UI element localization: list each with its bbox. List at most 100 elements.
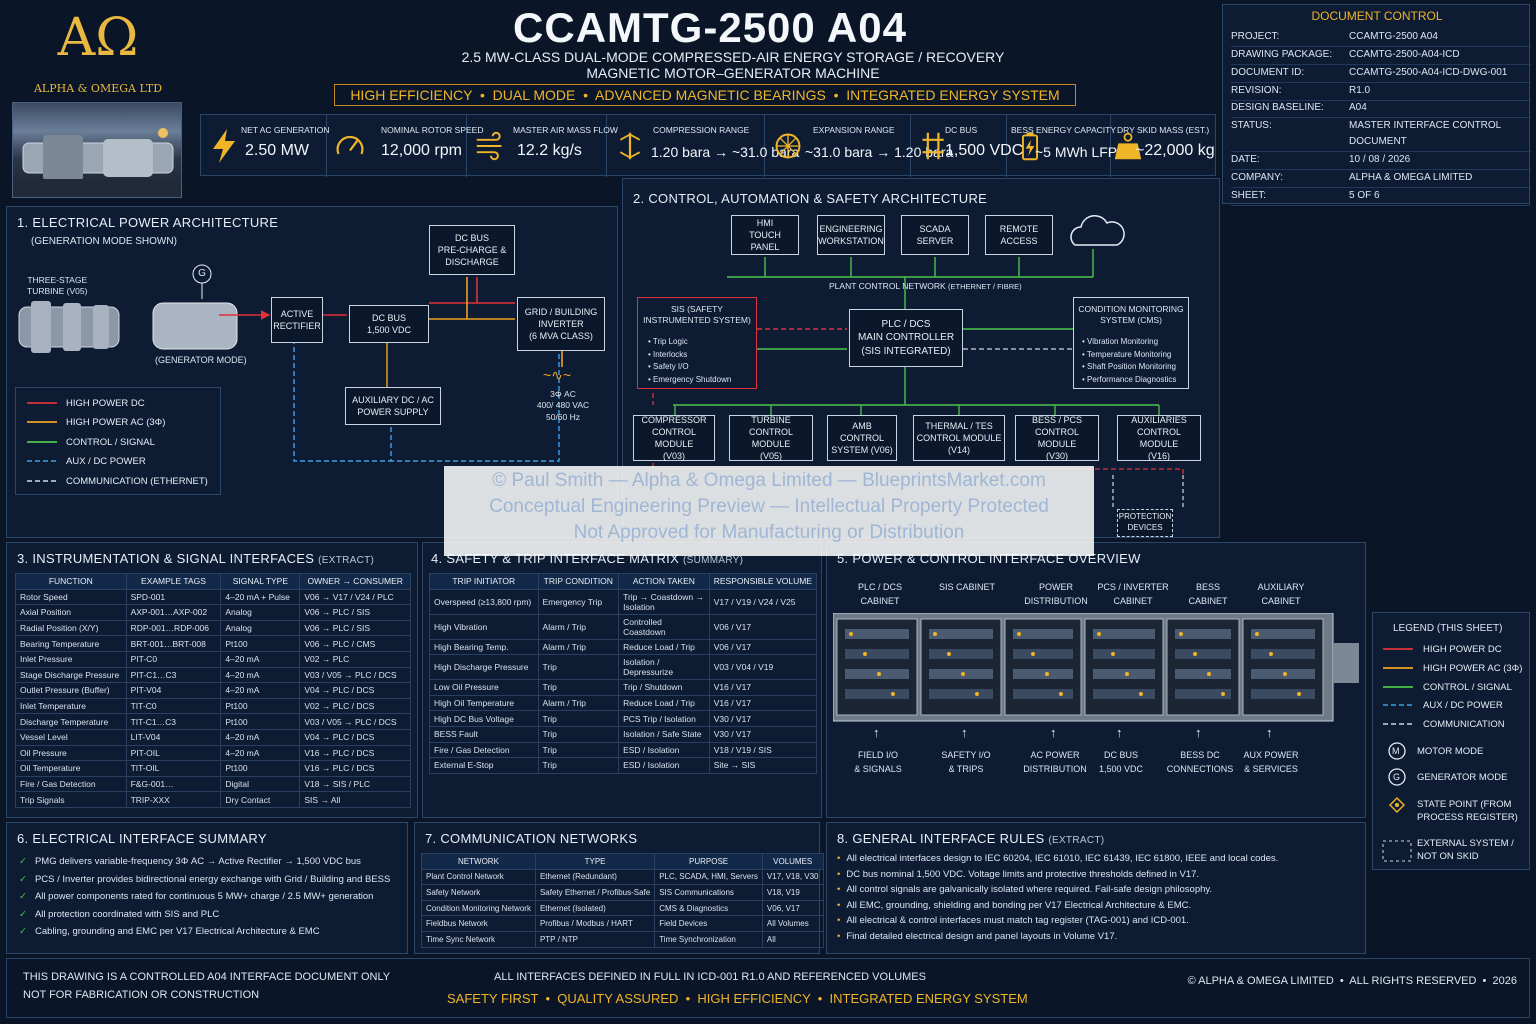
cabinet-skid-image (832, 612, 1361, 733)
cabinet-label: PLC / DCS CABINET (857, 582, 902, 606)
page-subtitle-1: 2.5 MW-CLASS DUAL-MODE COMPRESSED-AIR EN… (461, 49, 1005, 65)
gauge-icon (336, 135, 364, 155)
table-cell: PIT-OIL (125, 744, 222, 762)
page-subtitle-2: MAGNETIC MOTOR–GENERATOR MACHINE (586, 65, 880, 81)
bullet-icon: • (837, 853, 841, 864)
auxiliaries-module-box: AUXILIARIES CONTROL MODULE (V16) (1117, 415, 1201, 461)
kpi-expansion: EXPANSION RANGE ~31.0 bara → 1.20 bara (765, 115, 953, 177)
summary-item: ✓Cabling, grounding and EMC per V17 Elec… (19, 926, 320, 937)
table-cell: High DC Bus Voltage (429, 710, 539, 727)
table-cell: TIT-C1…C3 (125, 713, 222, 730)
table-cell: Safety Ethernet / Profibus-Safe (534, 884, 656, 901)
weight-icon (1114, 132, 1142, 160)
table-cell: V03 / V05 → PLC / DCS (299, 666, 411, 684)
table-header: RESPONSIBLE VOLUME (708, 573, 818, 590)
cabinet-label: PCS / INVERTER CABINET (1097, 582, 1169, 606)
table-cell: Pt100 (220, 697, 301, 715)
section-electrical-summary: 6. ELECTRICAL INTERFACE SUMMARY ✓PMG del… (6, 822, 408, 954)
cabinet-skid-illustration (832, 612, 1359, 722)
motor-symbol: M (1392, 746, 1400, 756)
table-header: ACTION TAKEN (618, 573, 710, 590)
table-cell: V16 / V17 (708, 679, 818, 696)
up-arrow-icon: ↑ (873, 725, 880, 740)
cabinet-label: SIS CABINET (938, 582, 995, 592)
table-cell: Digital (220, 775, 301, 793)
table-cell: V02 → PLC / DCS (299, 697, 411, 715)
table-cell: F&G-001… (125, 775, 222, 793)
doc-control-row: DOCUMENT (1231, 136, 1531, 152)
cabinet-label: BESS CABINET (1188, 582, 1228, 606)
table-cell: V02 → PLC (299, 650, 411, 668)
kpi-air-flow: MASTER AIR MASS FLOW 12.2 kg/s (467, 115, 618, 177)
cms-items: • Vibration Monitoring • Temperature Mon… (1082, 337, 1177, 384)
table-cell: Trip (537, 757, 620, 774)
table-cell: LIT-V04 (125, 728, 222, 746)
hmi-box: HMI TOUCH PANEL (731, 215, 799, 255)
footer: THIS DRAWING IS A CONTROLLED A04 INTERFA… (6, 958, 1530, 1018)
table-cell: Inlet Temperature (15, 697, 127, 715)
table-header: PURPOSE (654, 853, 763, 870)
table-cell: ESD / Isolation (618, 741, 710, 759)
interface-label: AC POWER DISTRIBUTION (1023, 750, 1087, 774)
summary-item: ✓PMG delivers variable-frequency 3Φ AC →… (19, 856, 361, 867)
table-cell: External E-Stop (429, 757, 539, 774)
interface-label: SAFETY I/O & TRIPS (941, 750, 991, 774)
up-arrow-icon: ↑ (1050, 725, 1057, 740)
thermal-module-box: THERMAL / TES CONTROL MODULE (V14) (913, 415, 1005, 461)
logo-company-text: ALPHA & OMEGA LTD (33, 82, 163, 95)
legend-panel: LEGEND (THIS SHEET) HIGH POWER DC HIGH P… (1372, 612, 1530, 870)
dc-bus-box: DC BUS 1,500 VDC (349, 305, 429, 343)
table-cell: Analog (220, 619, 301, 637)
ac-output-label: 3Φ AC 400/ 480 VAC 50/60 Hz (536, 389, 590, 422)
table-cell: Analog (220, 604, 301, 621)
table-cell: PIT-C1…C3 (125, 666, 222, 684)
summary-item: ✓All power components rated for continuo… (19, 891, 374, 902)
table-cell: Reduce Load / Trip (618, 638, 710, 656)
check-icon: ✓ (19, 926, 27, 937)
table-cell: Field Devices (654, 915, 763, 932)
bullet-icon: • (837, 884, 841, 895)
table-cell: Rotor Speed (15, 588, 127, 606)
footer-center: ALL INTERFACES DEFINED IN FULL IN ICD-00… (494, 971, 926, 983)
check-icon: ✓ (19, 891, 27, 902)
table-cell: Oil Temperature (15, 760, 127, 777)
table-cell: TIT-OIL (125, 760, 222, 777)
check-icon: ✓ (19, 856, 27, 867)
table-cell: Radial Position (X/Y) (15, 619, 127, 637)
table-cell: Outlet Pressure (Buffer) (15, 682, 127, 699)
bullet-icon: • (837, 868, 841, 880)
table-header: OWNER → CONSUMER (299, 573, 411, 590)
table-cell: Condition Monitoring Network (421, 899, 536, 917)
table-cell: PCS Trip / Isolation (618, 710, 710, 727)
section1-legend: HIGH POWER DC HIGH POWER AC (3Φ) CONTROL… (15, 387, 221, 495)
legend-title: LEGEND (THIS SHEET) (1393, 623, 1503, 634)
section-instrumentation: 3. INSTRUMENTATION & SIGNAL INTERFACES (… (6, 542, 418, 818)
aux-power-supply-box: AUXILIARY DC / AC POWER SUPPLY (345, 387, 441, 425)
document-control-title: DOCUMENT CONTROL (1311, 9, 1443, 23)
doc-control-row: REVISION:R1.0 (1231, 85, 1531, 101)
table-cell: All Volumes (761, 915, 824, 932)
power-lines (18, 264, 563, 482)
section3-title: 3. INSTRUMENTATION & SIGNAL INTERFACES (… (17, 551, 375, 566)
table-cell: V18 → SIS / PLC (299, 775, 411, 793)
table-cell: Pt100 (220, 760, 301, 777)
table-cell: 4–20 mA (220, 650, 301, 668)
